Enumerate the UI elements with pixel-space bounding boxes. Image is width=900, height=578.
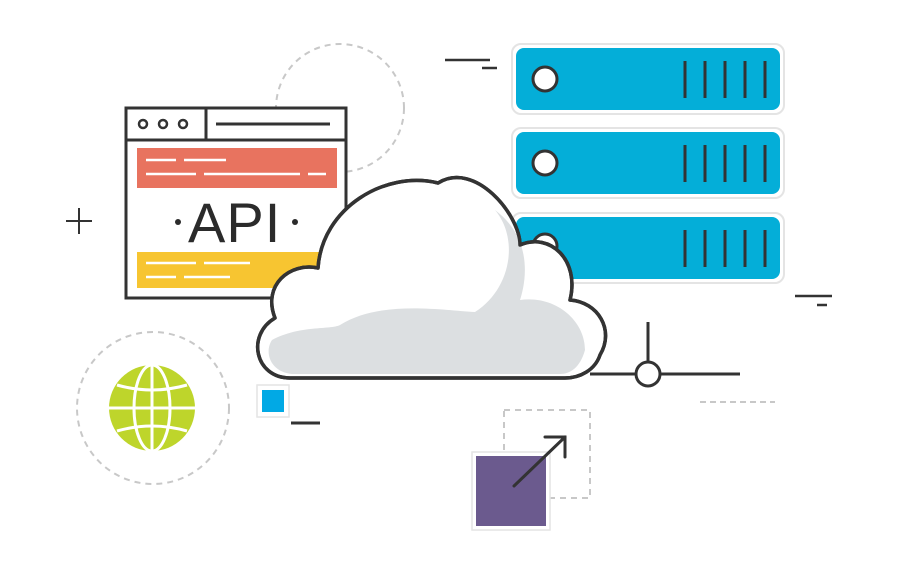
expand-box xyxy=(471,409,591,531)
server-unit xyxy=(511,43,785,115)
globe-icon xyxy=(109,363,195,453)
server-stack xyxy=(511,43,785,284)
network-node-icon xyxy=(634,360,662,388)
plus-icon xyxy=(66,208,92,234)
server-unit xyxy=(511,127,785,199)
window-dots-icon xyxy=(137,118,189,130)
cloud-icon xyxy=(256,175,608,380)
small-square-icon xyxy=(256,384,290,418)
arrow-up-right-icon xyxy=(512,435,567,488)
api-label: API xyxy=(188,191,281,254)
deco-lines-right xyxy=(795,294,832,307)
server-indicator-icon xyxy=(531,65,559,93)
dashed-orbit-globe xyxy=(76,331,230,485)
deco-lines-top xyxy=(445,58,497,70)
server-indicator-icon xyxy=(531,149,559,177)
server-unit xyxy=(511,212,785,284)
api-header-block xyxy=(137,148,337,188)
network-connector xyxy=(590,322,740,388)
